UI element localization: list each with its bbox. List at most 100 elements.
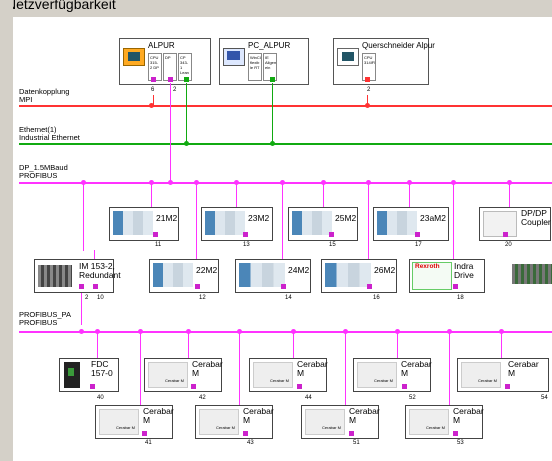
port-marker[interactable] <box>281 284 286 289</box>
window-left-border <box>0 0 13 461</box>
port-marker[interactable] <box>503 232 508 237</box>
profibus-pa-line[interactable] <box>19 331 552 333</box>
brand-logo: Rexroth <box>415 263 440 270</box>
device-name: Cerabar M <box>401 359 432 378</box>
connection-dot <box>81 180 86 185</box>
address-label: 11 <box>155 242 162 248</box>
device-24m2[interactable]: 24M2 <box>235 259 311 293</box>
ethernet-drop <box>272 83 273 143</box>
connection-dot <box>149 180 154 185</box>
sensor-caption: Cerabar M <box>270 378 289 383</box>
connection-dot <box>395 329 400 334</box>
address-label: 41 <box>145 440 152 446</box>
bus-label-pa: PROFIBUS_PA PROFIBUS <box>19 311 71 327</box>
station-alpur[interactable]: ALPUR CPU 315-2 DP DP CP 343-1 Lean <box>119 38 211 85</box>
port-marker[interactable] <box>349 431 354 436</box>
io-rack-icon[interactable] <box>512 264 552 284</box>
pa-drop <box>501 332 502 358</box>
device-name: Cerabar M <box>143 406 174 425</box>
port-marker[interactable] <box>168 77 173 82</box>
module-wincc[interactable]: WinCC flexib le RT <box>248 53 262 81</box>
device-name: 25M2 <box>335 213 357 223</box>
device-cerabar-51[interactable]: Cerabar M Cerabar M <box>301 405 380 439</box>
port-marker[interactable] <box>367 284 372 289</box>
connection-dot <box>237 329 242 334</box>
ethernet-bus-line[interactable] <box>19 143 552 145</box>
device-cerabar-42[interactable]: Cerabar M Cerabar M <box>144 358 223 392</box>
address-label: 53 <box>457 440 464 446</box>
profibus-dp-line[interactable] <box>19 182 552 184</box>
device-cerabar-41[interactable]: Cerabar M Cerabar M <box>95 405 174 439</box>
address-label: 54 <box>541 395 548 401</box>
device-22m2[interactable]: 22M2 <box>149 259 219 293</box>
port-marker[interactable] <box>142 431 147 436</box>
port-marker[interactable] <box>195 284 200 289</box>
bus-label-mpi: Datenkopplung MPI <box>19 88 69 104</box>
port-marker[interactable] <box>93 284 98 289</box>
device-im153-2[interactable]: IM 153-2, Redundant <box>34 259 121 293</box>
port-marker[interactable] <box>90 384 95 389</box>
device-name: Cerabar M <box>349 406 380 425</box>
device-indradrive[interactable]: Rexroth Indra Drive <box>409 259 485 293</box>
io-module-icon <box>38 265 72 287</box>
device-name: Cerabar M <box>243 406 274 425</box>
port-marker[interactable] <box>151 77 156 82</box>
port-marker[interactable] <box>270 77 275 82</box>
dp-drop <box>282 183 283 259</box>
pressure-sensor-icon: Cerabar M <box>357 362 397 388</box>
port-marker[interactable] <box>453 284 458 289</box>
device-25m2[interactable]: 25M2 <box>288 207 358 241</box>
connection-dot <box>365 103 370 108</box>
port-marker[interactable] <box>453 431 458 436</box>
address-label: 42 <box>199 395 206 401</box>
port-marker[interactable] <box>505 384 510 389</box>
device-cerabar-54[interactable]: Cerabar M Cerabar M <box>457 358 549 392</box>
pressure-sensor-icon: Cerabar M <box>461 362 501 388</box>
et200-icon <box>377 211 417 235</box>
station-pc-alpur[interactable]: PC_ALPUR WinCC flexib le RT IE Allgem ei… <box>219 38 309 85</box>
connection-dot <box>184 141 189 146</box>
dp-drop <box>151 183 152 207</box>
device-26m2[interactable]: 26M2 <box>321 259 397 293</box>
port-marker[interactable] <box>184 77 189 82</box>
port-marker[interactable] <box>153 232 158 237</box>
station-querschneider[interactable]: Querschneider Alpur CPU 314IFM <box>333 38 435 85</box>
pa-drop <box>140 332 141 405</box>
dp-drop <box>453 183 454 259</box>
mpi-drop <box>367 95 368 105</box>
device-23m2[interactable]: 23M2 <box>201 207 273 241</box>
port-marker[interactable] <box>79 284 84 289</box>
device-cerabar-53[interactable]: Cerabar M Cerabar M <box>405 405 484 439</box>
port-marker[interactable] <box>243 431 248 436</box>
connection-dot <box>343 329 348 334</box>
port-marker[interactable] <box>329 232 334 237</box>
device-fdc157[interactable]: FDC 157-0 <box>59 358 119 392</box>
device-cerabar-44[interactable]: Cerabar M Cerabar M <box>249 358 328 392</box>
device-cerabar-52[interactable]: Cerabar M Cerabar M <box>353 358 432 392</box>
sensor-caption: Cerabar M <box>165 378 184 383</box>
pa-link <box>81 293 82 325</box>
address-label: 14 <box>285 295 292 301</box>
device-21m2[interactable]: 21M2 <box>109 207 179 241</box>
device-name: Cerabar M <box>508 359 539 378</box>
port-marker[interactable] <box>297 384 302 389</box>
network-canvas[interactable]: ALPUR CPU 315-2 DP DP CP 343-1 Lean 6 2 … <box>13 17 552 461</box>
device-name: 26M2 <box>374 265 396 275</box>
device-cerabar-43[interactable]: Cerabar M Cerabar M <box>195 405 274 439</box>
port-marker[interactable] <box>243 232 248 237</box>
port-marker[interactable] <box>365 77 370 82</box>
connection-dot <box>194 180 199 185</box>
device-23am2[interactable]: 23aM2 <box>373 207 449 241</box>
connection-dot <box>234 180 239 185</box>
device-dp-dp-coupler[interactable]: DP/DP Coupler <box>479 207 551 241</box>
mpi-bus-line[interactable] <box>19 105 552 107</box>
port-marker[interactable] <box>191 384 196 389</box>
connection-dot <box>138 329 143 334</box>
pa-drop <box>97 332 98 358</box>
port-marker[interactable] <box>402 384 407 389</box>
port-marker[interactable] <box>415 232 420 237</box>
address-label: 2 <box>367 87 371 93</box>
bus-name: Datenkopplung <box>19 87 70 96</box>
connection-dot <box>451 180 456 185</box>
connection-dot <box>321 180 326 185</box>
